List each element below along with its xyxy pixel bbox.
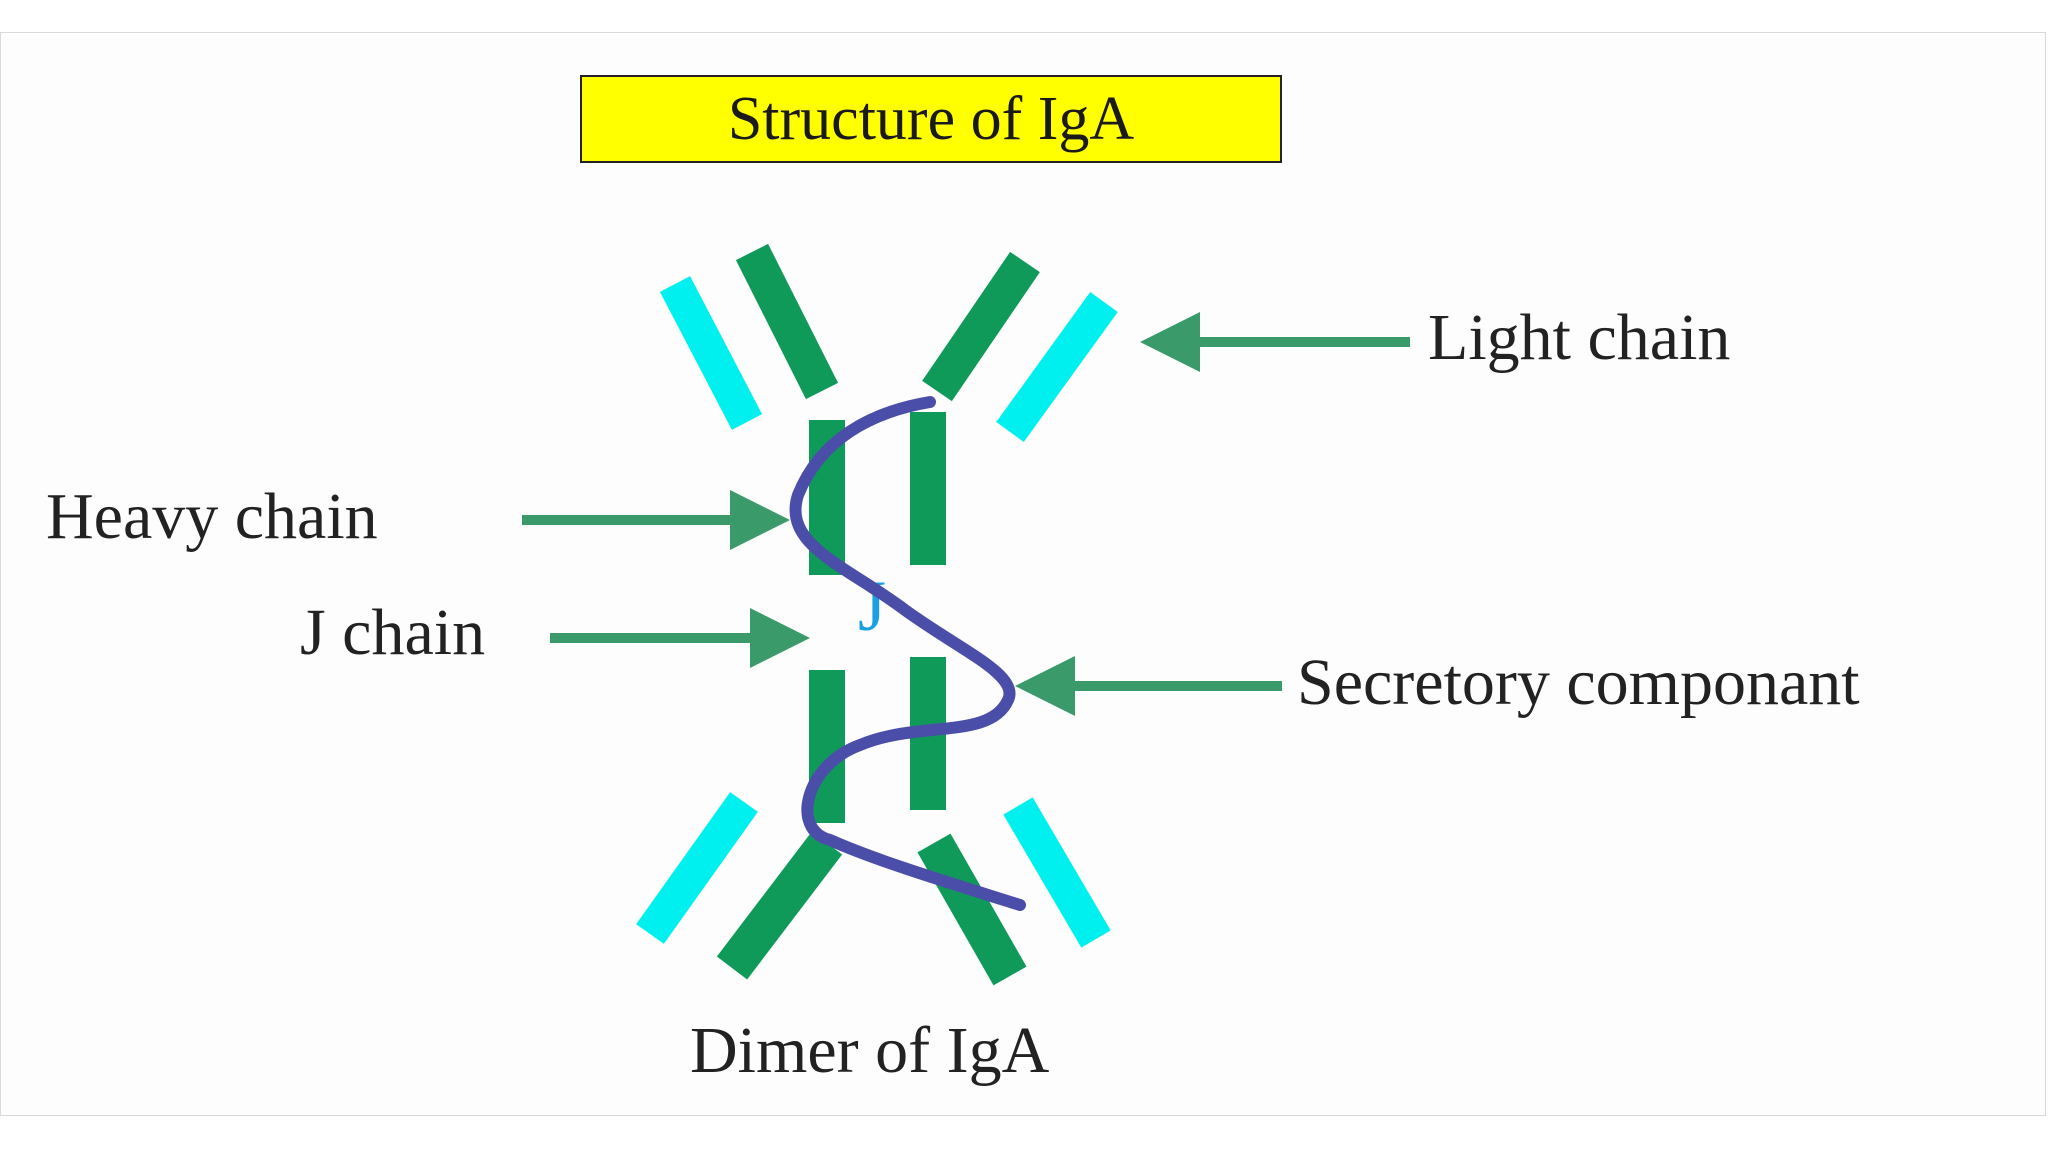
secretory-component-strand: [789, 396, 1026, 911]
heavy-chain-label: Heavy chain: [46, 480, 378, 553]
light-chain-upper-right: [996, 292, 1118, 442]
heavy-chain-stem-upper-right: [910, 412, 946, 565]
secretory-component-label: Secretory componant: [1297, 646, 1860, 719]
light-chain-lower-left: [636, 792, 758, 944]
slide-frame: [0, 32, 2046, 1116]
diagram-title-text: Structure of IgA: [727, 84, 1135, 153]
diagram-caption: Dimer of IgA: [690, 1014, 1050, 1087]
diagram-title: Structure of IgA: [580, 75, 1282, 163]
j-chain-label: J chain: [300, 596, 486, 669]
light-chain-label: Light chain: [1428, 301, 1731, 374]
heavy-chain-arm-upper-right: [922, 251, 1040, 402]
heavy-chain-arm-lower-right: [917, 833, 1027, 986]
heavy-chain-arm-upper-left: [735, 243, 839, 400]
light-chain-upper-left: [659, 276, 763, 430]
heavy-chain-arm-lower-left: [716, 831, 843, 980]
light-chain-lower-right: [1003, 797, 1111, 948]
